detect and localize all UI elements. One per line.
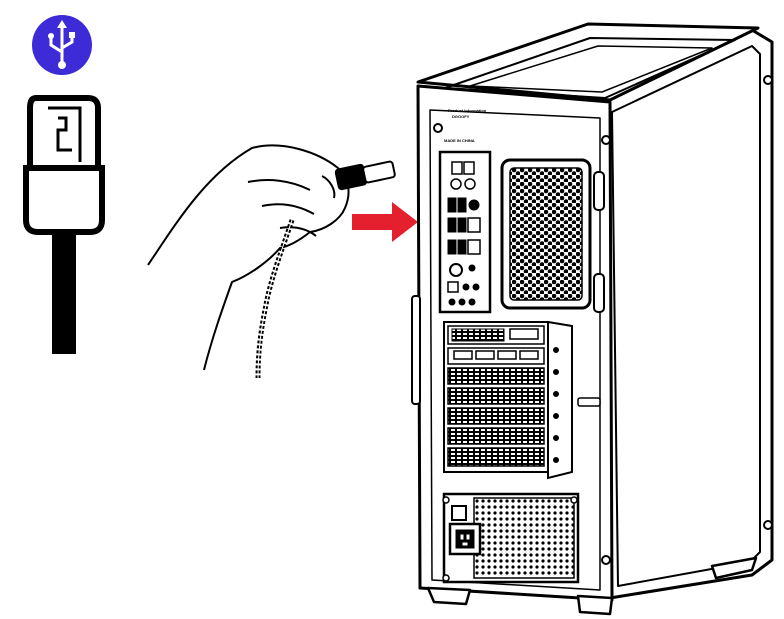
model-label-line-2: DGOOFY [452, 114, 470, 119]
expansion-slots [443, 320, 573, 480]
usb-cable [255, 219, 295, 379]
model-label-line-1: Product Information [448, 108, 487, 113]
power-supply [442, 492, 580, 584]
usb-icon [32, 15, 92, 75]
usb-connector-icon [23, 95, 105, 354]
made-in-label: MADE IN CHINA [444, 138, 475, 143]
usb-c-plug [334, 160, 396, 191]
io-shield [438, 150, 492, 314]
hand-holding-cable [147, 144, 350, 371]
insert-arrow [352, 202, 418, 242]
rear-fan-grille [500, 158, 592, 310]
